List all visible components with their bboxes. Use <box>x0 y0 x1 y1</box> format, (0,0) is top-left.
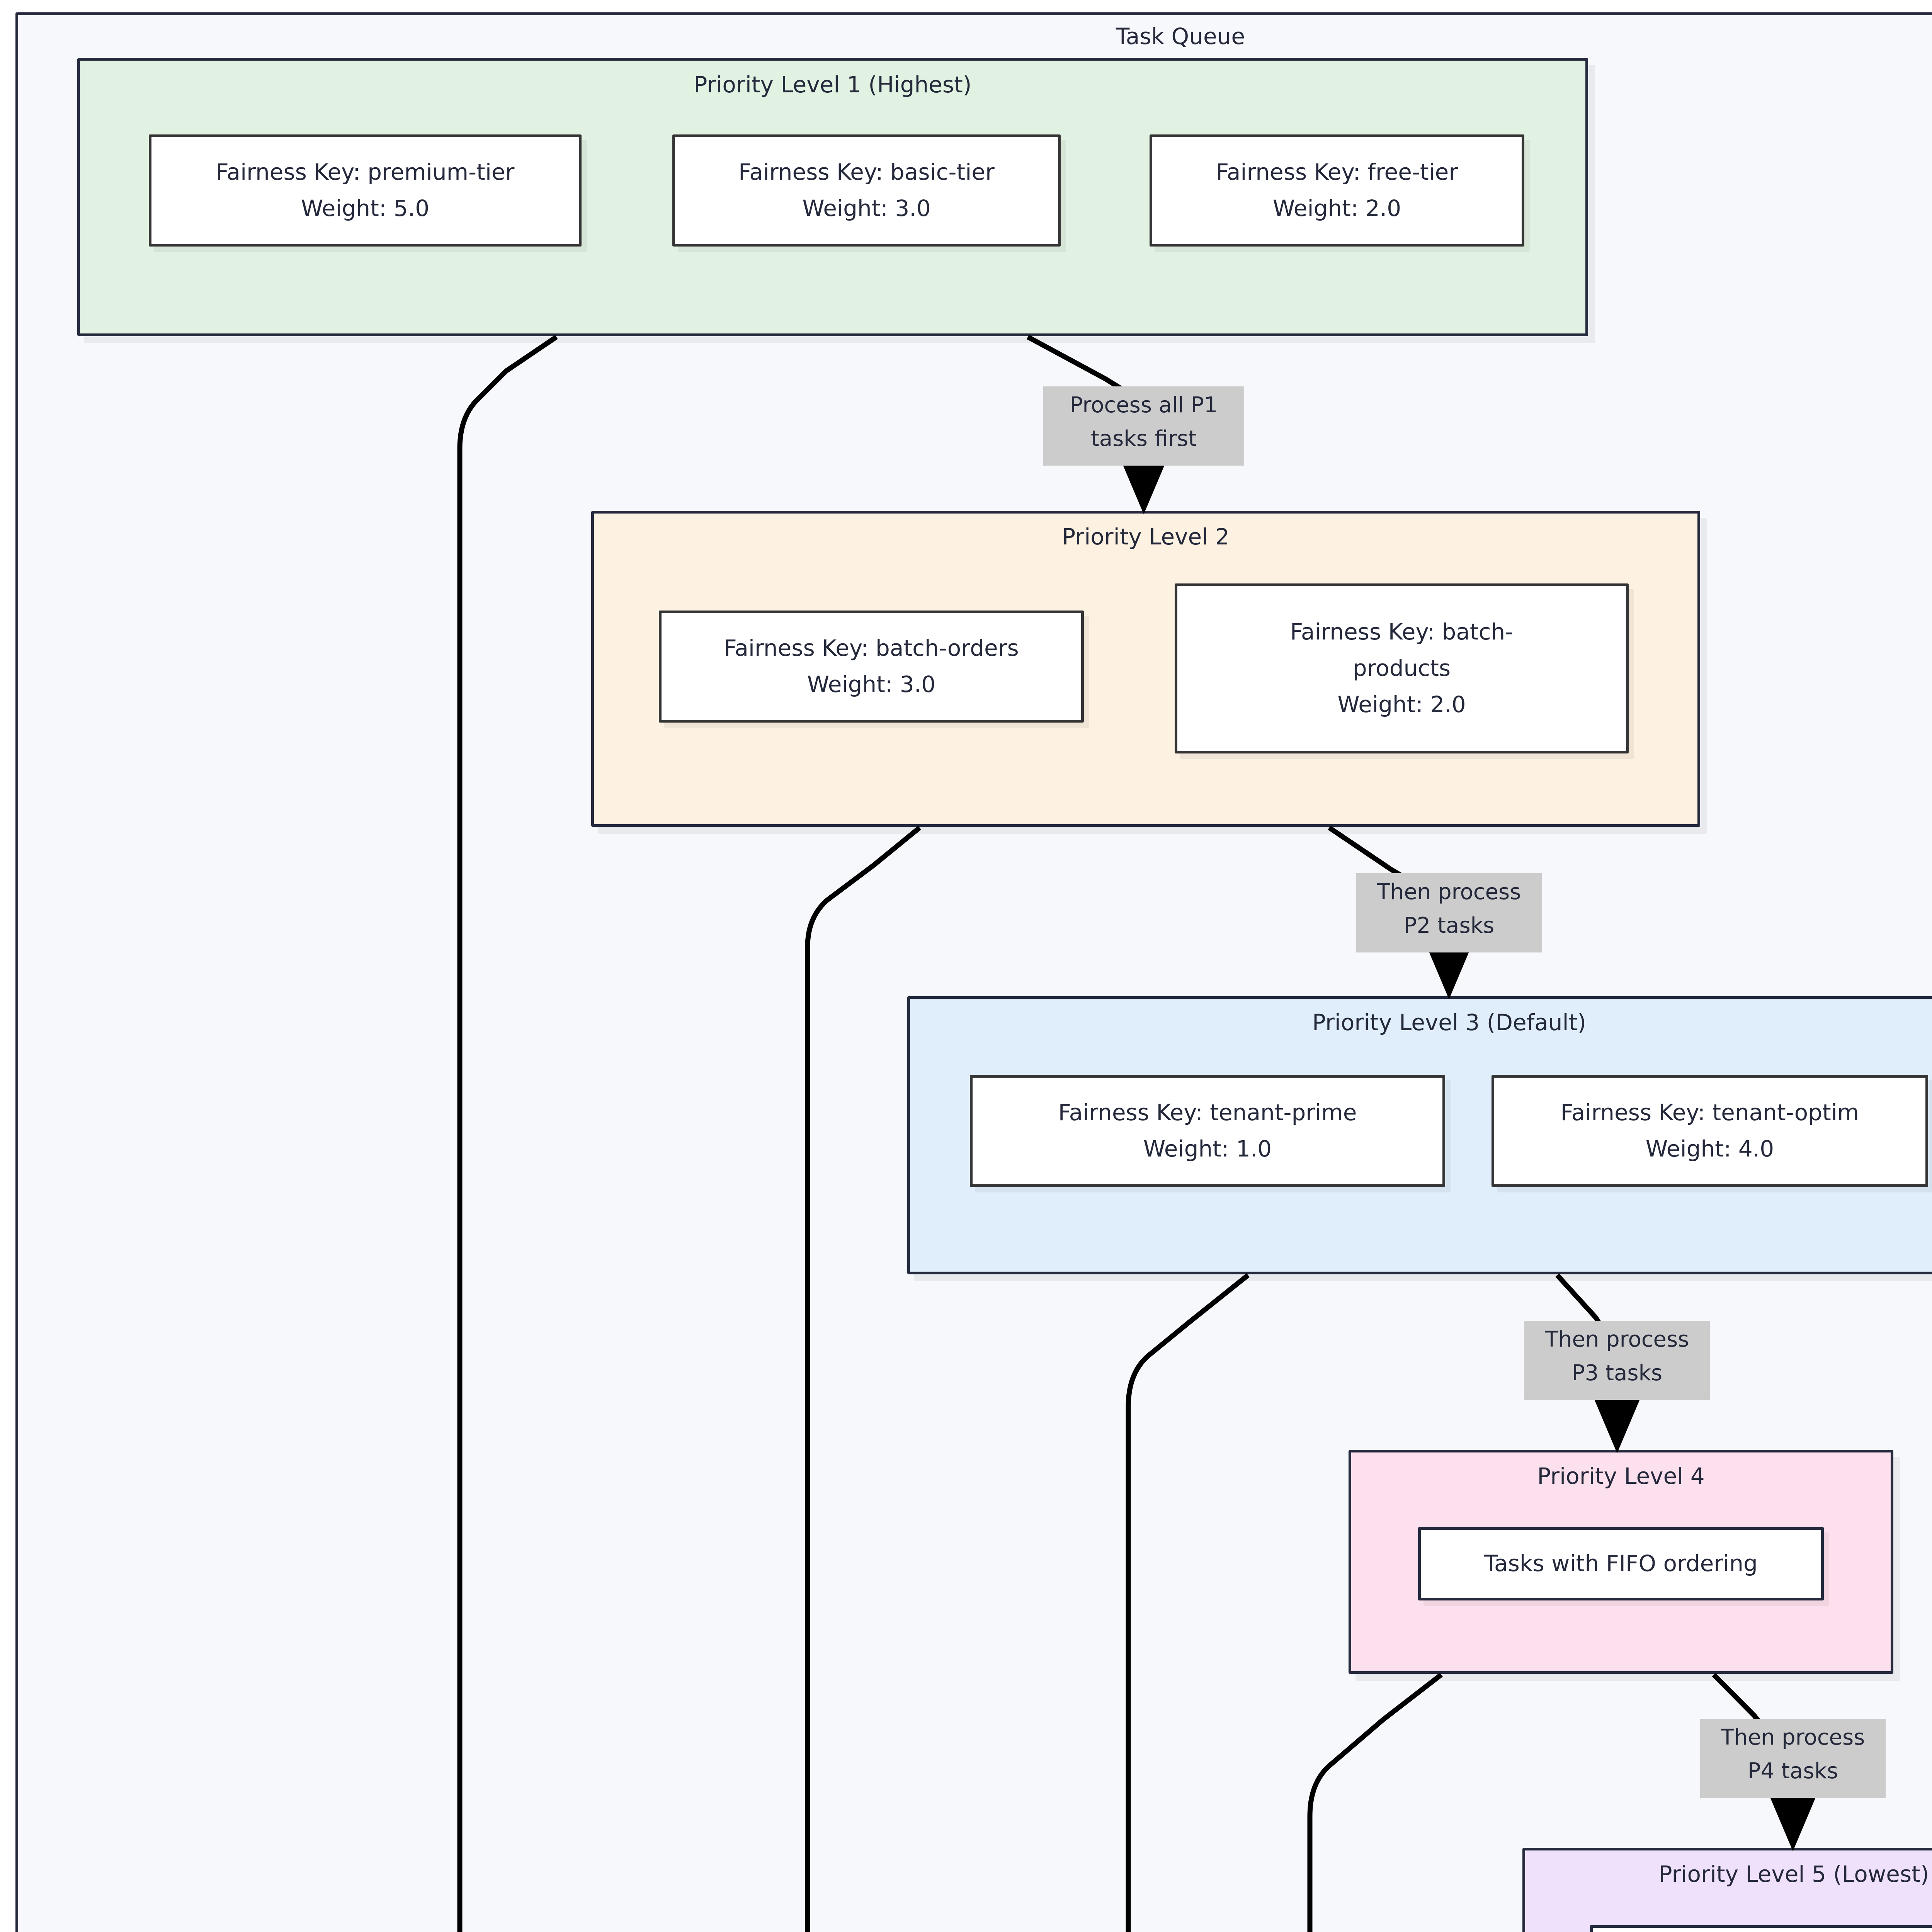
node-fairness-free-tier[interactable]: Fairness Key: free-tier Weight: 2.0 <box>1150 134 1524 247</box>
node-fairness-basic-tier[interactable]: Fairness Key: basic-tier Weight: 3.0 <box>672 134 1061 247</box>
cluster-priority-level-3-title: Priority Level 3 (Default) <box>1312 1009 1586 1036</box>
cluster-priority-level-5-title: Priority Level 5 (Lowest) <box>1658 1861 1929 1887</box>
edge-label-then-process-p4: Then process P4 tasks <box>1700 1719 1886 1798</box>
node-p4-fifo[interactable]: Tasks with FIFO ordering <box>1418 1527 1824 1600</box>
node-line: Fairness Key: tenant-optim <box>1560 1099 1859 1126</box>
node-fairness-tenant-prime[interactable]: Fairness Key: tenant-prime Weight: 1.0 <box>970 1075 1445 1187</box>
edge-label-then-process-p2: Then process P2 tasks <box>1356 873 1542 952</box>
node-line: Fairness Key: batch- <box>1290 619 1514 645</box>
node-line: Weight: 2.0 <box>1337 691 1466 718</box>
node-line: Weight: 1.0 <box>1143 1136 1272 1162</box>
cluster-priority-level-1-title: Priority Level 1 (Highest) <box>694 71 972 98</box>
cluster-priority-level-5 <box>1522 1848 1932 1932</box>
edge-label-line: P4 tasks <box>1747 1758 1838 1784</box>
node-fairness-tenant-optim[interactable]: Fairness Key: tenant-optim Weight: 4.0 <box>1492 1075 1928 1187</box>
edge-label-line: Then process <box>1721 1725 1865 1750</box>
edge-label-line: P2 tasks <box>1403 913 1495 938</box>
node-line: Fairness Key: free-tier <box>1216 159 1458 185</box>
node-line: Weight: 5.0 <box>301 195 430 221</box>
node-line: Weight: 3.0 <box>807 671 936 697</box>
node-line: Fairness Key: batch-orders <box>724 635 1019 662</box>
node-p5-fifo[interactable]: Tasks with FIFO ordering <box>1590 1925 1932 1932</box>
cluster-task-queue-title: Task Queue <box>1116 23 1245 49</box>
cluster-priority-level-4-title: Priority Level 4 <box>1537 1463 1705 1489</box>
edge-label-line: Then process <box>1377 879 1521 905</box>
edge-label-line: tasks first <box>1090 426 1197 451</box>
edge-label-line: Process all P1 <box>1070 393 1218 418</box>
node-line: Weight: 2.0 <box>1272 195 1401 221</box>
node-line: Fairness Key: tenant-prime <box>1058 1099 1357 1126</box>
node-fairness-premium-tier[interactable]: Fairness Key: premium-tier Weight: 5.0 <box>149 134 582 247</box>
node-line: products <box>1352 655 1451 682</box>
cluster-priority-level-2-title: Priority Level 2 <box>1062 524 1230 550</box>
node-fairness-batch-orders[interactable]: Fairness Key: batch-orders Weight: 3.0 <box>659 611 1084 723</box>
node-line: Weight: 4.0 <box>1645 1136 1774 1162</box>
edge-label-then-process-p3: Then process P3 tasks <box>1524 1321 1710 1400</box>
edge-label-line: Then process <box>1545 1327 1689 1352</box>
edge-label-line: P3 tasks <box>1571 1360 1663 1386</box>
node-line: Weight: 3.0 <box>802 195 931 221</box>
node-line: Fairness Key: premium-tier <box>216 159 515 185</box>
node-fairness-batch-products[interactable]: Fairness Key: batch- products Weight: 2.… <box>1175 583 1629 753</box>
node-line: Tasks with FIFO ordering <box>1484 1550 1758 1577</box>
edge-label-process-all-p1: Process all P1 tasks first <box>1043 386 1244 466</box>
node-line: Fairness Key: basic-tier <box>738 159 995 185</box>
